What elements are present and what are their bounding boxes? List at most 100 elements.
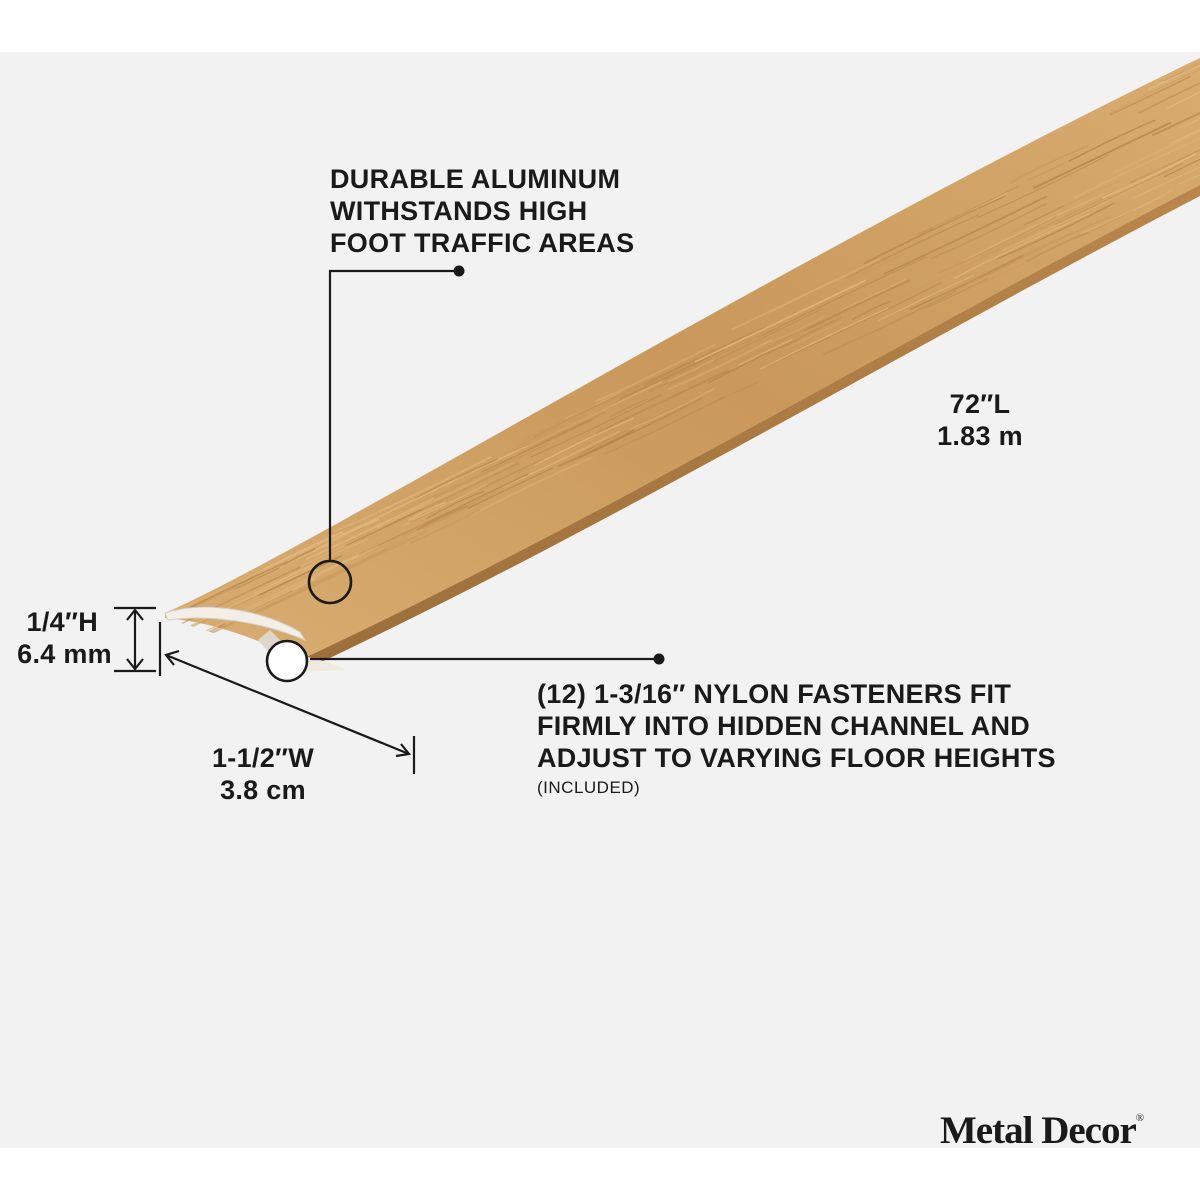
grain-streak [937,215,1057,274]
grain-streak [311,545,356,567]
grain-streak [426,490,484,519]
grain-streak [467,467,554,510]
width-imperial: 1-1/2″W [211,743,315,773]
grain-streak [1171,80,1200,145]
grain-streak [1002,175,1159,252]
grain-streak [643,326,767,387]
grain-streak [707,338,800,384]
grain-streak [399,464,497,512]
grain-streak [298,537,409,591]
grain-streak [211,548,389,635]
grain-streak [852,300,891,321]
grain-streak [1032,121,1172,190]
grain-streak [493,380,663,463]
length-imperial: 72″L [949,389,1011,419]
grain-streak [501,414,586,456]
grain-streak [421,493,495,530]
grain-streak [670,349,708,368]
grain-streak [236,550,370,615]
grain-streak [1147,58,1200,91]
grain-streak [738,338,793,366]
grain-streak [758,256,927,338]
transition-strip [165,58,1200,672]
grain-streak [636,361,801,441]
grain-streak [764,294,880,351]
grain-streak [262,530,344,571]
grain-streak [587,397,703,454]
grain-streak [978,259,1032,286]
grain-streak [1027,150,1089,181]
strip-front-edge [300,185,1200,672]
grain-streak [502,430,620,488]
brand-name: Metal Decor [940,1109,1137,1152]
grain-streak [731,257,882,331]
grain-streak [963,192,1106,262]
grain-streak [346,509,422,546]
grain-streak [1138,74,1200,114]
grain-streak [822,290,957,356]
grain-streak [748,337,802,364]
width-dimension [164,649,416,774]
grain-streak [1054,162,1184,226]
grain-streak [594,343,716,403]
grain-streak [449,459,520,494]
height-callout: 1/4″H 6.4 mm [0,606,112,670]
grain-streak [1068,119,1156,162]
fastener-line-2: FIRMLY INTO HIDDEN CHANNEL AND [537,711,1031,741]
grain-streak [953,213,1090,279]
durability-line-1: DURABLE ALUMINUM [330,164,621,194]
grain-streak [863,195,1006,265]
grain-streak [648,308,823,392]
durability-callout: DURABLE ALUMINUM WITHSTANDS HIGH FOOT TR… [330,163,634,259]
grain-streak [1187,58,1200,68]
leader-dot [453,265,465,277]
grain-streak [1164,94,1200,178]
grain-streak [1111,87,1200,175]
grain-streak [997,202,1115,260]
grain-streak [883,195,1048,275]
grain-streak [376,461,515,529]
grain-streak [579,398,669,442]
grain-streak [345,496,442,544]
grain-streak [709,381,759,406]
fastener-line-3: ADJUST TO VARYING FLOOR HEIGHTS [537,743,1056,773]
grain-streak [521,403,596,441]
grain-streak [803,279,911,332]
grain-streak [314,517,380,551]
grain-streak [333,456,492,533]
grain-streak [925,277,990,309]
grain-streak [305,497,435,561]
grain-streak [844,214,979,280]
grain-streak [577,392,709,456]
grain-streak [1166,103,1200,154]
grain-streak [935,231,1073,299]
grain-streak [1164,58,1200,82]
grain-streak [407,501,446,521]
grain-streak [1178,158,1200,185]
grain-streak [1023,205,1065,226]
grain-streak [181,623,226,646]
grain-streak [1132,119,1200,199]
grain-streak [190,578,291,629]
grain-streak [409,508,481,544]
grain-streak [606,421,668,452]
grain-streak [772,274,848,312]
grain-streak [667,359,714,383]
grain-streak [299,477,458,555]
grain-streak [694,279,867,363]
durability-line-2: WITHSTANDS HIGH [330,196,588,226]
grain-streak [534,412,606,447]
grain-streak [842,279,906,310]
grain-streak [279,542,333,569]
grain-streak [967,259,1017,285]
grain-streak [604,396,725,455]
grain-streak [770,315,826,343]
grain-streak [675,312,833,389]
fastener-line-1: (12) 1-3/16″ NYLON FASTENERS FIT [537,679,1012,709]
durability-line-3: FOOT TRAFFIC AREAS [330,228,635,258]
grain-streak [609,399,648,418]
grain-streak [373,487,506,552]
grain-streak [768,251,908,319]
grain-streak [401,497,483,537]
